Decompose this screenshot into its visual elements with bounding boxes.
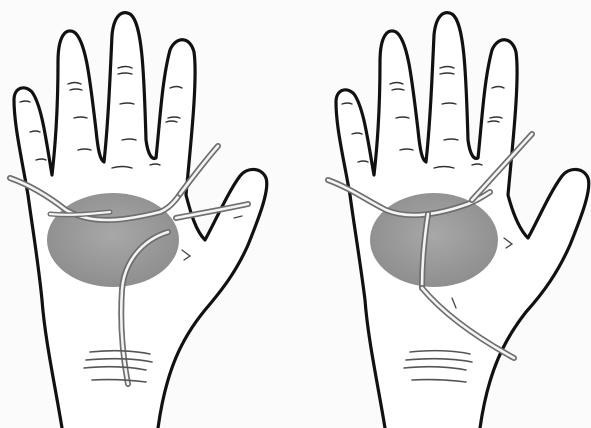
right-palm-oval (370, 193, 498, 287)
left-hand-panel (10, 13, 267, 428)
right-hand-panel (328, 13, 589, 428)
